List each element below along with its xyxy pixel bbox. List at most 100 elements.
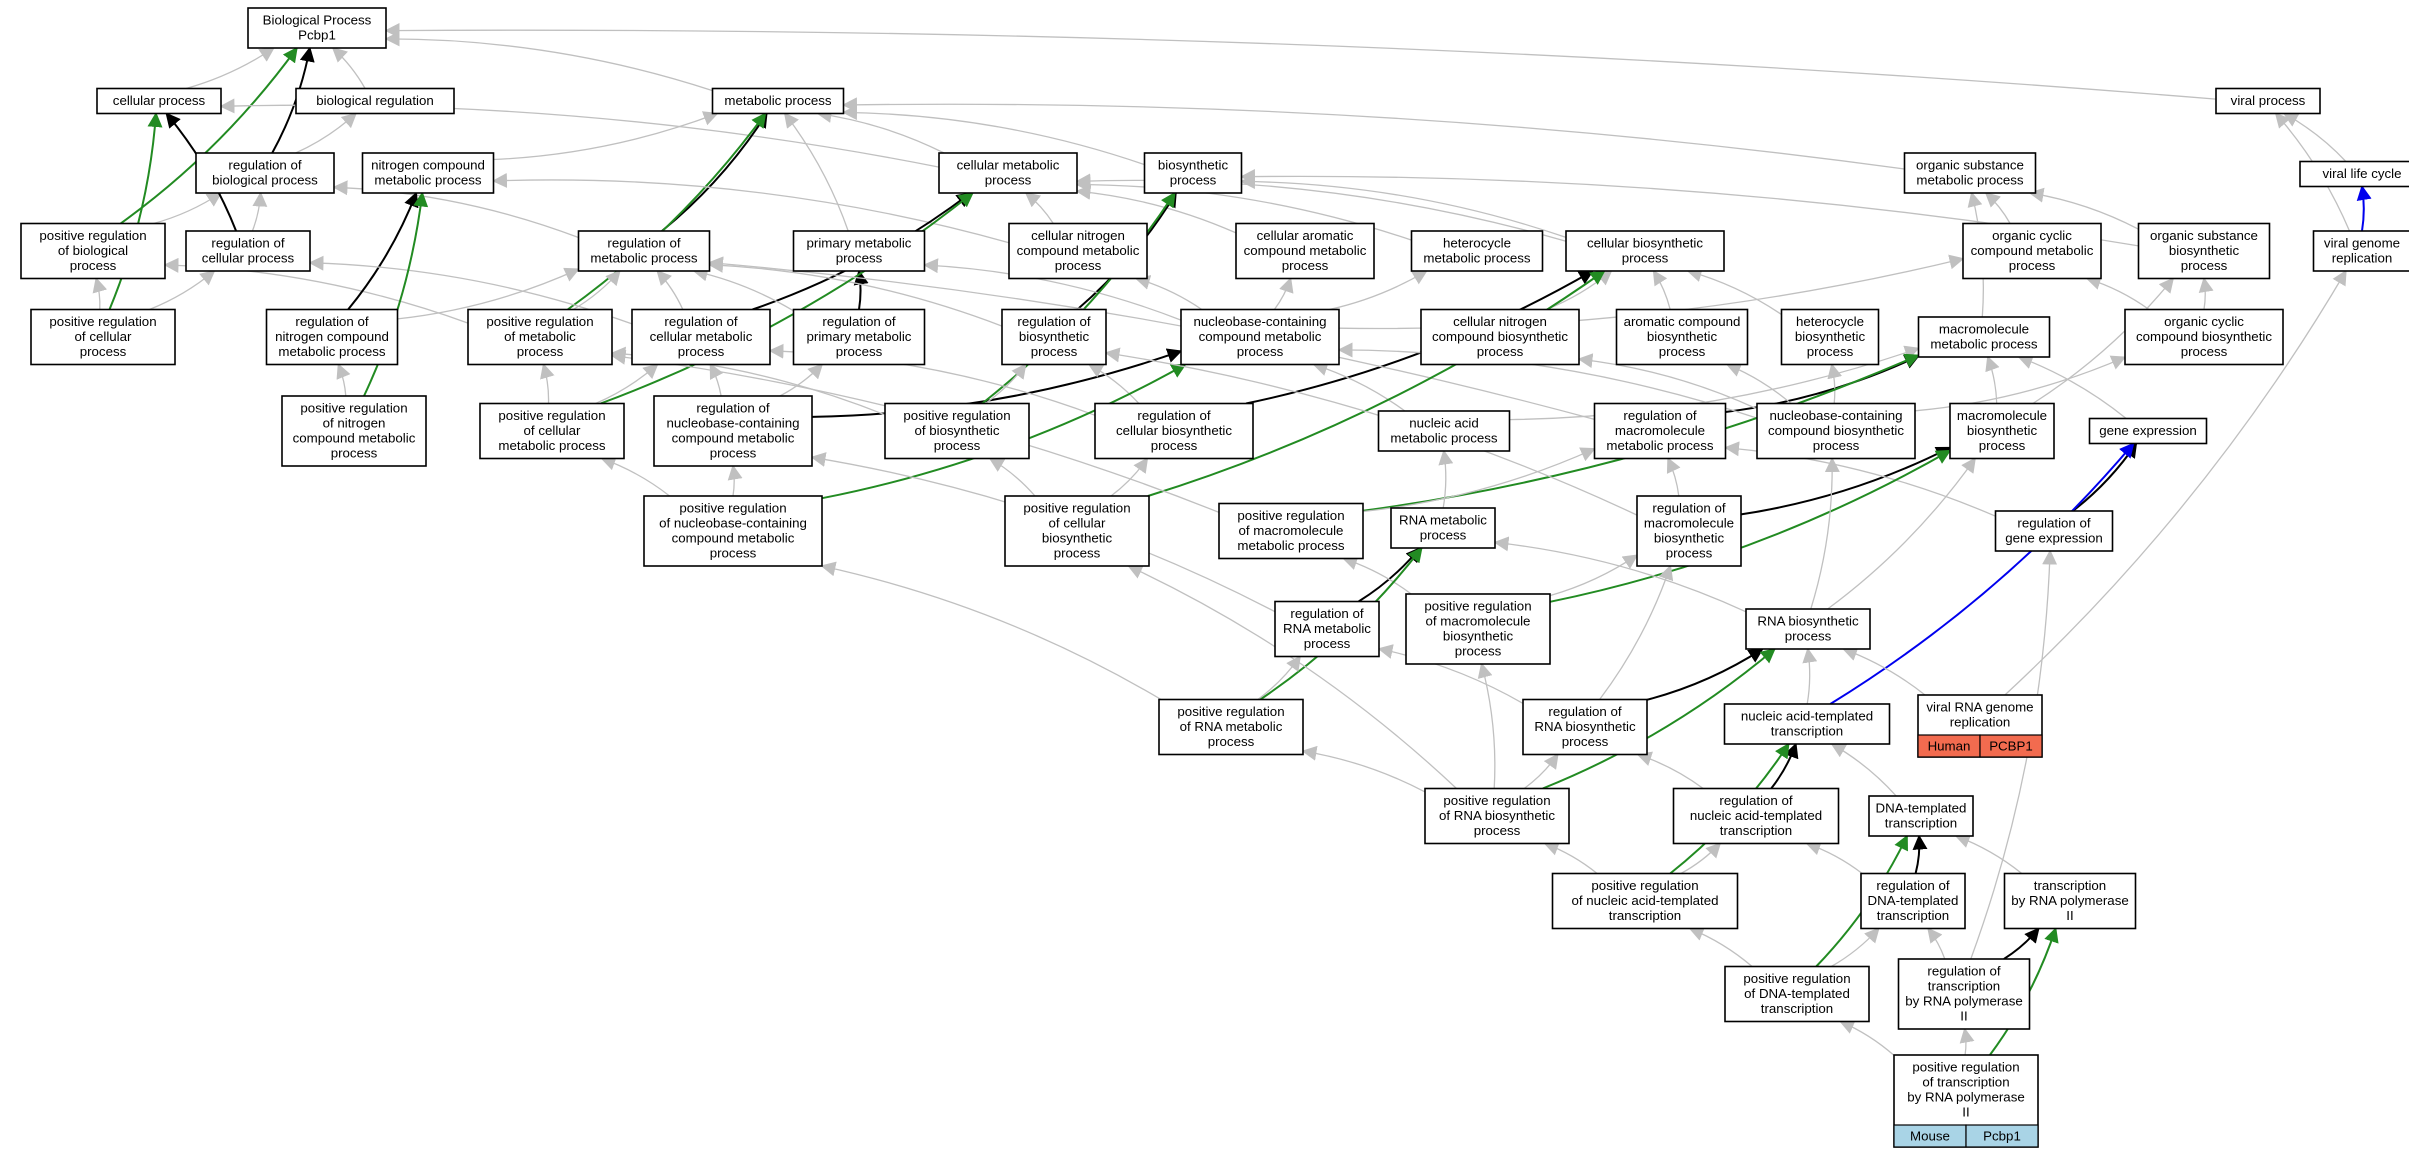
is-a-edge — [1240, 174, 1567, 239]
node-label-line: process — [1659, 344, 1706, 359]
go-term-node[interactable]: viral process — [2215, 87, 2321, 115]
is-a-edge — [1802, 647, 1818, 705]
go-term-node[interactable]: regulation ofnucleobase-containingcompou… — [653, 395, 813, 467]
node-label-line: compound metabolic — [1244, 243, 1367, 258]
go-term-node[interactable]: regulation ofmacromoleculebiosyntheticpr… — [1636, 495, 1742, 567]
is-a-edge — [1493, 536, 1747, 613]
node-label-line: process — [2181, 344, 2228, 359]
node-label-line: of metabolic — [504, 329, 576, 344]
node-box — [938, 152, 1078, 194]
node-label-line: organic substance — [2150, 228, 2258, 243]
go-term-node[interactable]: viral life cycle — [2299, 160, 2409, 188]
node-label-line: cellular metabolic — [650, 329, 753, 344]
annotation-badge-cell — [1979, 734, 2043, 758]
node-label-line: process — [710, 546, 757, 561]
node-label-line: of cellular — [524, 423, 581, 438]
node-box — [1903, 152, 2037, 194]
go-term-node[interactable]: gene expression — [2088, 417, 2208, 445]
node-label-line: biosynthetic — [1647, 329, 1718, 344]
go-term-node[interactable]: metabolic process — [711, 87, 845, 115]
is-a-edge — [384, 31, 713, 92]
node-box — [1994, 510, 2114, 552]
node-label-line: organic cyclic — [2164, 314, 2244, 329]
node-box — [711, 87, 845, 115]
node-label-line: process — [1477, 344, 1524, 359]
node-label-line: positive regulation — [486, 314, 593, 329]
node-label-line: metabolic process — [1606, 438, 1714, 453]
is-a-edge — [1725, 362, 1792, 404]
is-a-edge — [1087, 363, 1140, 404]
node-label-line: positive regulation — [903, 408, 1010, 423]
go-term-node[interactable]: cellular process — [96, 87, 222, 115]
node-label-line: aromatic compound — [1624, 314, 1741, 329]
node-box — [884, 402, 1030, 460]
is-a-edge — [332, 180, 579, 239]
node-label-line: of nitrogen — [323, 416, 386, 431]
node-box — [1917, 316, 2051, 358]
node-label-line: nitrogen compound — [275, 329, 389, 344]
is-a-edge — [1686, 267, 1782, 316]
go-term-node[interactable]: biological regulation — [295, 87, 455, 115]
node-label-line: process — [710, 446, 757, 461]
node-label-line: compound metabolic — [1199, 329, 1322, 344]
